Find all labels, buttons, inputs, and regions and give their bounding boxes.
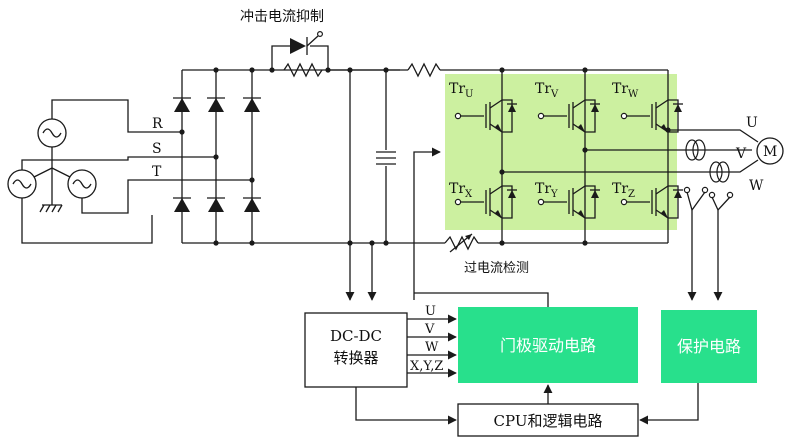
igbt-x-icon (454, 185, 517, 219)
inrush-resistor-icon (283, 62, 323, 78)
dcdc-line1: DC-DC (330, 327, 382, 345)
phase-r-label: R (152, 116, 163, 132)
transistor-labels: TrU TrV TrW TrX TrY TrZ (449, 81, 639, 200)
protection-box (661, 310, 757, 383)
protection-label: 保护电路 (677, 337, 741, 356)
overcurrent-detect-label: 过电流检测 (464, 261, 529, 276)
diode-icon (243, 197, 261, 212)
tr-y-label: TrY (535, 181, 558, 200)
current-sensor-icon (685, 139, 706, 161)
inrush-suppression (269, 31, 331, 78)
tr-x-label: TrX (449, 181, 473, 200)
dcdc-converter-box (304, 312, 408, 388)
igbt-u-icon (454, 99, 517, 133)
signal-v-label: V (424, 322, 435, 337)
igbt-w-icon (620, 99, 683, 133)
motor-v-label: V (735, 146, 747, 162)
gate-drive-box (458, 307, 638, 383)
motor-label: M (763, 144, 777, 160)
motor-u-label: U (746, 115, 758, 131)
tr-v-label: TrV (535, 81, 559, 100)
inrush-suppression-label: 冲击电流抑制 (240, 9, 324, 25)
phase-s-label: S (152, 141, 162, 157)
smoothing-capacitor-icon (376, 70, 396, 243)
overcurrent-shunt-icon (444, 233, 479, 253)
inverter-legs (454, 67, 683, 246)
igbt-y-icon (537, 185, 600, 219)
signal-w-label: W (425, 340, 439, 355)
signal-xyz-label: X,Y,Z (410, 359, 443, 374)
motor-icon (756, 137, 784, 165)
thyristor-icon (290, 31, 324, 55)
cpu-logic-label: CPU和逻辑电路 (494, 412, 603, 430)
inverter-region (445, 74, 677, 230)
ac-source (7, 99, 252, 244)
tr-z-label: TrZ (612, 181, 635, 200)
diode-icon (207, 197, 225, 212)
gate-drive-label: 门极驱动电路 (500, 336, 596, 355)
ground-icon (39, 204, 63, 213)
current-sensor-icon (709, 161, 730, 183)
diode-icon (173, 97, 191, 112)
motor-output (502, 129, 784, 301)
phase-t-label: T (152, 164, 162, 180)
diode-icon (173, 197, 191, 212)
tr-w-label: TrW (612, 81, 639, 100)
igbt-v-icon (537, 99, 600, 133)
bus-resistor-icon (407, 62, 441, 78)
motor-w-label: W (749, 178, 764, 194)
igbt-z-icon (620, 185, 683, 219)
rectifier-bridge (173, 67, 445, 246)
diode-icon (243, 97, 261, 112)
dcdc-line2: 转换器 (333, 349, 378, 367)
diode-icon (207, 97, 225, 112)
signal-u-label: U (425, 304, 436, 319)
tr-u-label: TrU (449, 81, 473, 100)
